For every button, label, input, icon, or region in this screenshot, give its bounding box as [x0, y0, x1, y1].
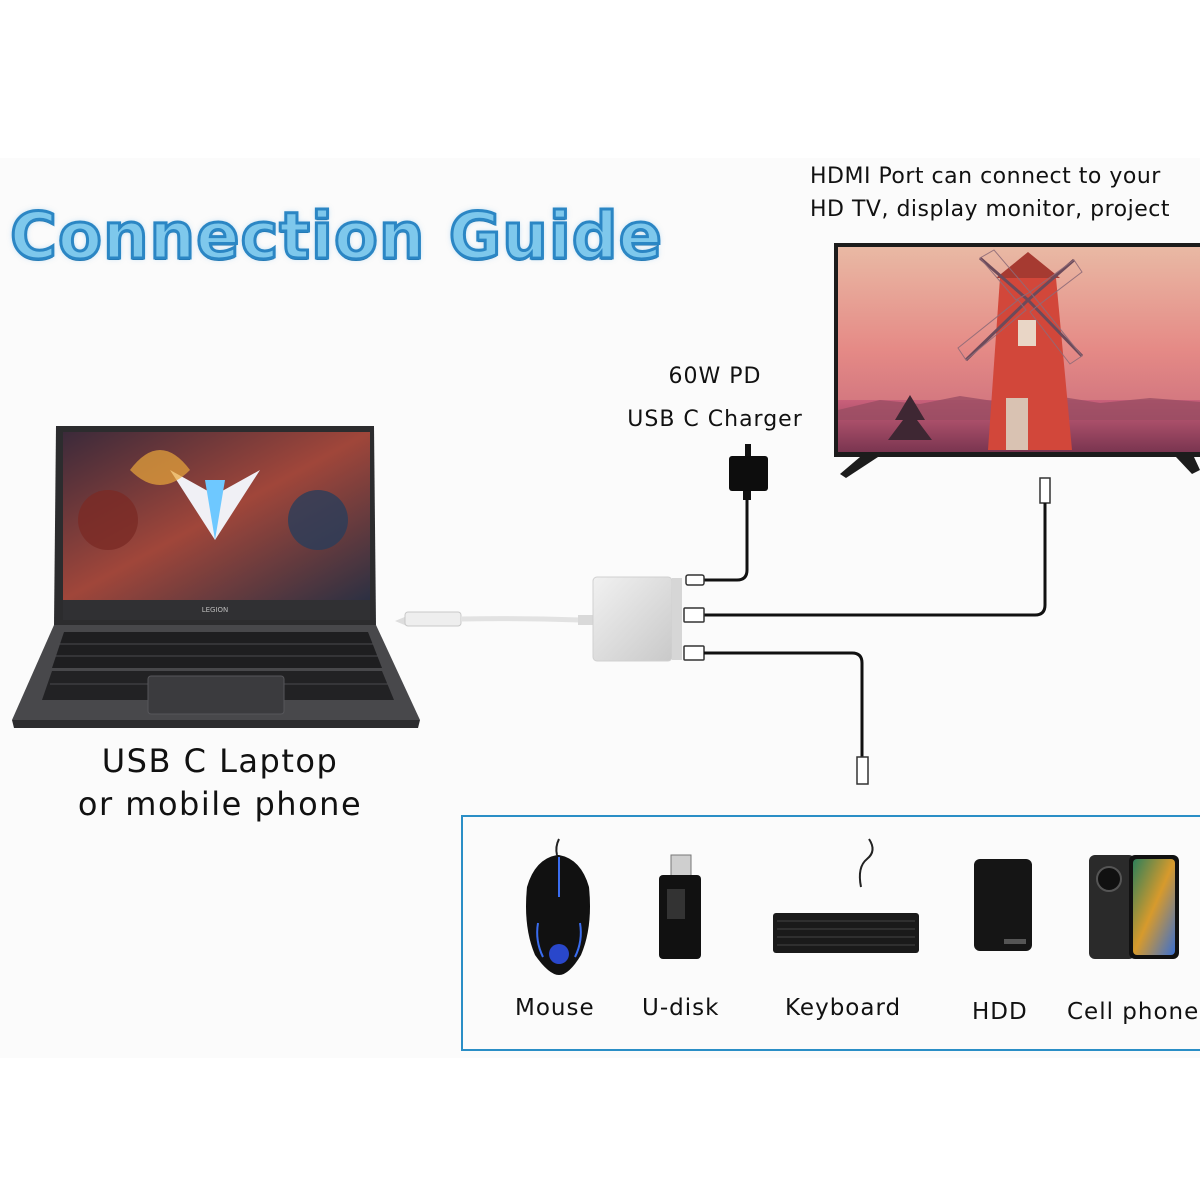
device-label-u-disk: U-disk — [642, 995, 720, 1021]
hdmi-description-line2: HD TV, display monitor, project — [810, 197, 1170, 222]
page-title: Connection Guide — [9, 199, 664, 276]
charger-label: 60W PD USB C Charger — [560, 355, 870, 441]
usb-c-charger — [729, 444, 768, 500]
charger-cable — [685, 500, 749, 586]
usb-drive-icon — [659, 854, 701, 959]
devices-box: Mouse U-disk Keyboard HDD Cell phone — [461, 815, 1200, 1051]
laptop-brand: LEGION — [202, 606, 229, 614]
device-label-mouse: Mouse — [515, 995, 595, 1021]
laptop: LEGION — [12, 426, 420, 728]
hdmi-cable — [683, 477, 1051, 623]
charger-label-line2: USB C Charger — [627, 407, 803, 432]
laptop-label-line2: or mobile phone — [77, 785, 363, 823]
mouse-icon — [526, 838, 590, 975]
hard-drive-icon — [974, 859, 1032, 951]
device-label-cell-phone: Cell phone — [1067, 999, 1200, 1025]
laptop-label: USB C Laptop or mobile phone — [40, 740, 400, 826]
laptop-label-line1: USB C Laptop — [101, 742, 339, 780]
cell-phone-icon — [1089, 855, 1179, 959]
charger-label-line1: 60W PD — [668, 364, 762, 389]
device-label-hdd: HDD — [972, 999, 1028, 1025]
usb-a-cable — [683, 645, 869, 785]
hdmi-description: HDMI Port can connect to your HD TV, dis… — [810, 160, 1170, 226]
tv-monitor — [834, 243, 1200, 478]
device-icons — [526, 838, 1179, 975]
usb-c-hub — [395, 576, 682, 662]
hdmi-description-line1: HDMI Port can connect to your — [810, 164, 1161, 189]
device-label-keyboard: Keyboard — [785, 995, 902, 1021]
keyboard-icon — [773, 838, 919, 953]
